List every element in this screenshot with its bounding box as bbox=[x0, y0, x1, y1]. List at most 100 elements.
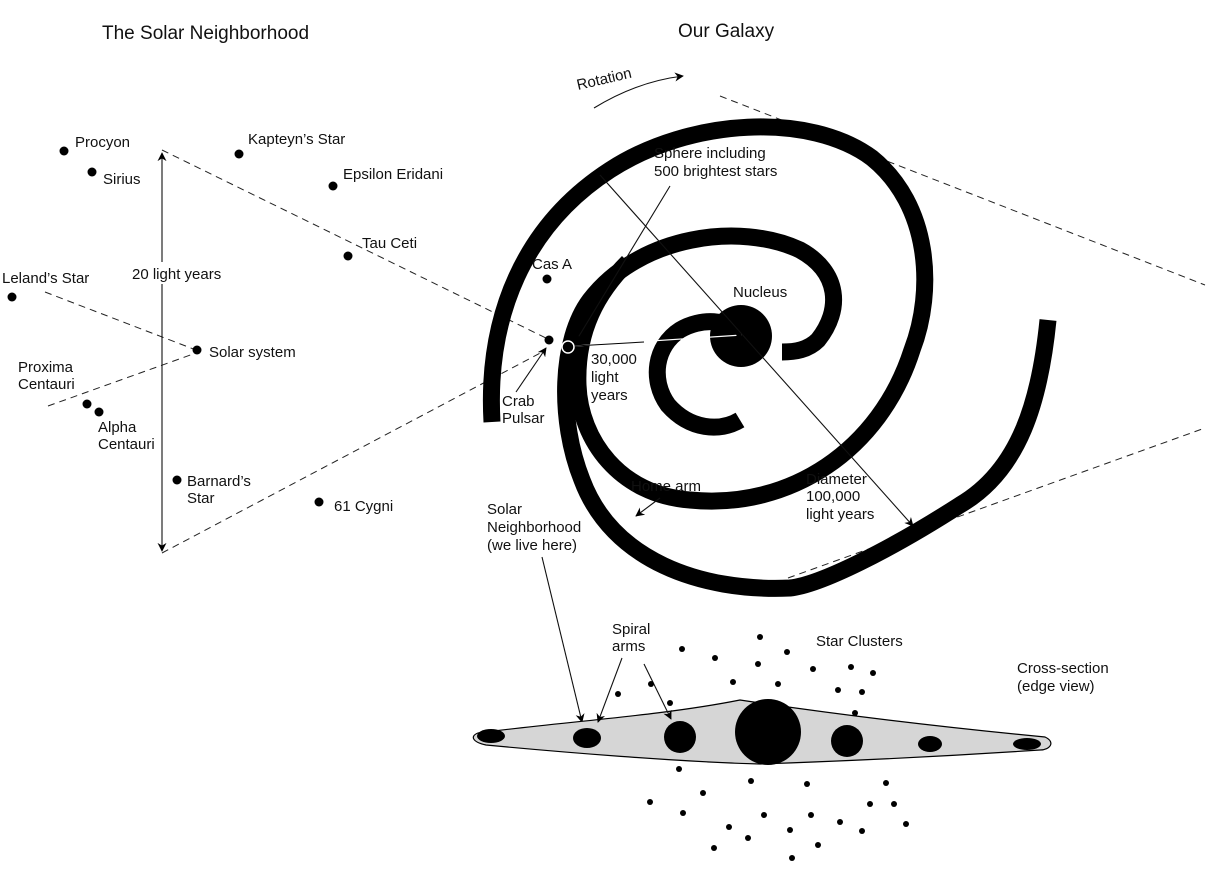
cluster-dot bbox=[891, 801, 897, 807]
procyon-dot bbox=[59, 146, 69, 156]
cluster-dot bbox=[835, 687, 841, 693]
cluster-dot bbox=[903, 821, 909, 827]
cluster-dot bbox=[787, 827, 793, 833]
cross-section-caption-1: Cross-section bbox=[1017, 660, 1109, 677]
scale-label: 20 light years bbox=[132, 266, 221, 283]
proxima-sightline bbox=[47, 352, 197, 407]
scale-label-backdrop bbox=[128, 262, 232, 284]
distance-label-3: years bbox=[591, 387, 628, 404]
cluster-dot bbox=[676, 766, 682, 772]
disk-blob-3 bbox=[664, 721, 696, 753]
solar-neighborhood-pointer bbox=[541, 556, 585, 723]
cluster-dot bbox=[808, 812, 814, 818]
disk-blob-5 bbox=[918, 736, 942, 752]
sirius-dot bbox=[87, 167, 97, 177]
disk-blob-4 bbox=[831, 725, 863, 757]
cluster-dot bbox=[647, 799, 653, 805]
tau-ceti-dot bbox=[343, 251, 353, 261]
spiral-arms-label-1: Spiral bbox=[612, 621, 650, 638]
star-cluster-dots bbox=[615, 634, 909, 861]
cluster-dot bbox=[726, 824, 732, 830]
cluster-dot bbox=[757, 634, 763, 640]
diameter-label-2: 100,000 bbox=[806, 488, 860, 505]
cluster-dot bbox=[859, 689, 865, 695]
cluster-dot bbox=[859, 828, 865, 834]
cluster-dot bbox=[615, 691, 621, 697]
epsilon-eridani-dot bbox=[328, 181, 338, 191]
rotation-label: Rotation bbox=[575, 65, 633, 94]
home-arm-label: Home arm bbox=[631, 478, 701, 495]
cluster-dot bbox=[748, 778, 754, 784]
cluster-dot bbox=[837, 819, 843, 825]
barnard-label-1: Barnard’s bbox=[187, 473, 251, 490]
disk-blob-2 bbox=[573, 728, 601, 748]
cluster-dot bbox=[883, 780, 889, 786]
diameter-label-1: Diameter bbox=[806, 471, 867, 488]
barnard-label-2: Star bbox=[187, 490, 215, 507]
cross-section-panel: Spiral arms Star Clusters Cross-section … bbox=[472, 621, 1109, 861]
cluster-dot bbox=[775, 681, 781, 687]
nucleus-label: Nucleus bbox=[733, 284, 787, 301]
projection-line-upper bbox=[161, 149, 551, 341]
solar-neighborhood-label-1: Solar bbox=[487, 501, 522, 518]
cluster-dot bbox=[870, 670, 876, 676]
cluster-dot bbox=[810, 666, 816, 672]
proxima-dot bbox=[82, 399, 92, 409]
epsilon-eridani-label: Epsilon Eridani bbox=[343, 166, 443, 183]
cluster-dot bbox=[711, 845, 717, 851]
home-arm-pointer bbox=[635, 497, 661, 517]
neighborhood-panel: 20 light years Procyon Sirius Kapteyn’s … bbox=[2, 131, 551, 554]
cluster-dot bbox=[867, 801, 873, 807]
rotation-arrow bbox=[593, 72, 684, 109]
solar-system-dot bbox=[192, 345, 202, 355]
cluster-dot bbox=[648, 681, 654, 687]
cluster-dot bbox=[712, 655, 718, 661]
outer-spiral-arm bbox=[482, 118, 934, 510]
proxima-label-1: Proxima bbox=[18, 359, 74, 376]
cluster-dot bbox=[761, 812, 767, 818]
inner-spiral-arm bbox=[557, 227, 1057, 597]
spiral-arms-label-2: arms bbox=[612, 638, 645, 655]
crab-pulsar-pointer bbox=[515, 347, 547, 393]
distance-label-1: 30,000 bbox=[591, 351, 637, 368]
cluster-dot bbox=[730, 679, 736, 685]
cluster-dot bbox=[804, 781, 810, 787]
galaxy-title: Our Galaxy bbox=[678, 21, 775, 42]
kapteyn-dot bbox=[234, 149, 244, 159]
disk-blob-6 bbox=[1013, 738, 1041, 750]
diameter-label-3: light years bbox=[806, 506, 874, 523]
crab-pulsar-dot bbox=[544, 335, 554, 345]
spiral-arm-pointer-2 bbox=[643, 663, 672, 720]
barnard-dot bbox=[172, 475, 182, 485]
proxima-label-2: Centauri bbox=[18, 376, 75, 393]
central-bulge bbox=[735, 699, 801, 765]
solar-system-label: Solar system bbox=[209, 344, 296, 361]
kapteyn-label: Kapteyn’s Star bbox=[248, 131, 345, 148]
sphere-pointer bbox=[575, 185, 671, 342]
galaxy-panel: Nucleus Diameter 100,000 light years Rot… bbox=[482, 65, 1206, 723]
sphere-label-2: 500 brightest stars bbox=[654, 163, 777, 180]
sun-position-marker bbox=[561, 340, 575, 354]
cluster-dot bbox=[815, 842, 821, 848]
tau-ceti-label: Tau Ceti bbox=[362, 235, 417, 252]
core-spiral-arm bbox=[648, 313, 748, 436]
spiral-arm-pointer-1 bbox=[596, 657, 623, 723]
leland-dot bbox=[7, 292, 17, 302]
sphere-label-1: Sphere including bbox=[654, 145, 766, 162]
cluster-dot bbox=[848, 664, 854, 670]
cluster-dot bbox=[700, 790, 706, 796]
cluster-dot bbox=[784, 649, 790, 655]
cluster-dot bbox=[680, 810, 686, 816]
61-cygni-dot bbox=[314, 497, 324, 507]
crab-pulsar-label-2: Pulsar bbox=[502, 410, 545, 427]
cluster-dot bbox=[755, 661, 761, 667]
crab-pulsar-label-1: Crab bbox=[502, 393, 535, 410]
solar-neighborhood-title: The Solar Neighborhood bbox=[102, 23, 309, 44]
alpha-label-1: Alpha bbox=[98, 419, 137, 436]
cluster-dot bbox=[852, 710, 858, 716]
cas-a-label: Cas A bbox=[532, 256, 572, 273]
cluster-dot bbox=[679, 646, 685, 652]
disk-blob-1 bbox=[477, 729, 505, 743]
distance-arrow-tail bbox=[574, 341, 645, 347]
